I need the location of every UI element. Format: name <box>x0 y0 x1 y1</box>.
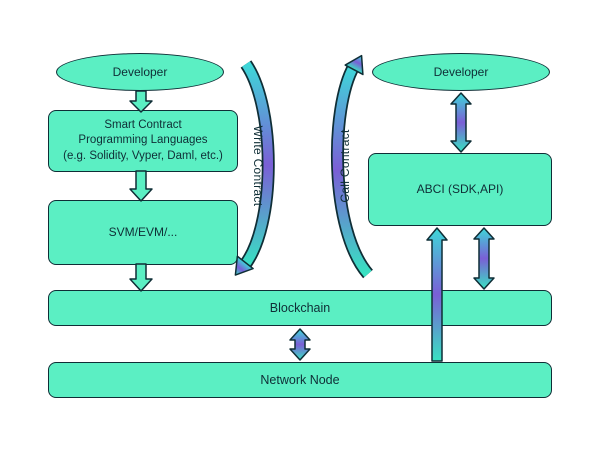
abci-blockchain-double-arrow-icon <box>473 227 495 290</box>
languages-line-1: Smart Contract <box>104 118 182 131</box>
svm-to-blockchain-arrow-icon <box>129 263 153 292</box>
developer-ellipse-right: Developer <box>372 53 550 91</box>
developer-ellipse-left: Developer <box>56 53 224 91</box>
languages-to-svm-arrow-icon <box>129 170 153 202</box>
smart-contract-languages-box: Smart Contract Programming Languages (e.… <box>48 110 238 172</box>
developer-abci-double-arrow-icon <box>450 92 472 153</box>
blockchain-network-double-arrow-icon <box>289 328 311 361</box>
network-node-bar: Network Node <box>48 362 552 398</box>
write-contract-label: Write Contract <box>251 125 265 207</box>
blockchain-bar: Blockchain <box>48 290 552 326</box>
developer-to-languages-arrow-icon <box>129 90 153 113</box>
svm-evm-box: SVM/EVM/... <box>48 200 238 265</box>
call-contract-label: Call Contract <box>338 129 352 203</box>
languages-line-3: (e.g. Solidity, Vyper, Daml, etc.) <box>63 149 223 162</box>
abci-box: ABCI (SDK,API) <box>368 153 552 226</box>
languages-line-2: Programming Languages <box>78 134 208 147</box>
